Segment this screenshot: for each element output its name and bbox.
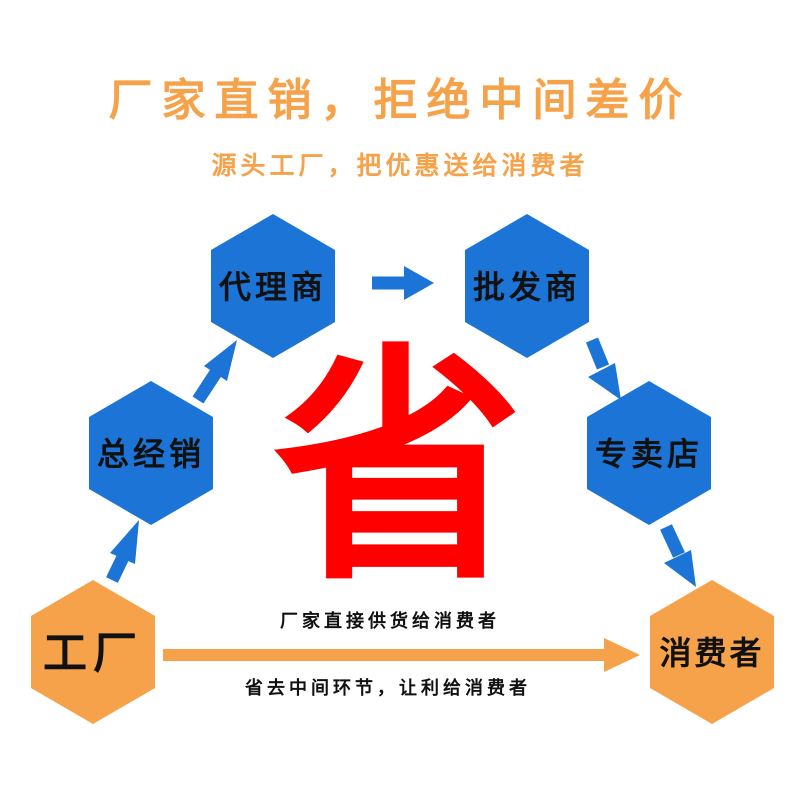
page-subtitle: 源头工厂，把优惠送给消费者	[211, 151, 589, 180]
arrow-distributor-to-agent	[192, 340, 237, 404]
arrow-factory-to-distributor	[106, 520, 139, 583]
hex-consumer: 消费者	[650, 580, 774, 724]
arrow-store-to-consumer	[660, 524, 696, 587]
hex-factory-label: 工厂	[43, 628, 143, 679]
arrow-factory-to-consumer	[163, 638, 640, 672]
arrow-wholesaler-to-store	[585, 337, 621, 400]
hex-agent: 代理商	[211, 214, 335, 358]
hex-consumer-label: 消费者	[659, 634, 764, 672]
center-save-char: 省	[273, 320, 523, 614]
hex-distributor: 总经销	[89, 381, 213, 525]
page-title: 厂家直销，拒绝中间差价	[108, 75, 692, 126]
arrow-agent-to-wholesaler	[372, 266, 434, 300]
hex-factory: 工厂	[31, 580, 155, 724]
direct-supply-note: 厂家直接供货给消费者	[280, 610, 500, 632]
hex-specialty-store: 专卖店	[587, 381, 711, 525]
hex-wholesaler: 批发商	[465, 214, 589, 358]
hex-agent-label: 代理商	[218, 268, 327, 306]
cut-middleman-note: 省去中间环节，让利给消费者	[244, 677, 531, 699]
hex-distributor-label: 总经销	[97, 435, 205, 473]
hex-wholesaler-label: 批发商	[473, 268, 581, 306]
hex-specialty-store-label: 专卖店	[595, 435, 703, 473]
